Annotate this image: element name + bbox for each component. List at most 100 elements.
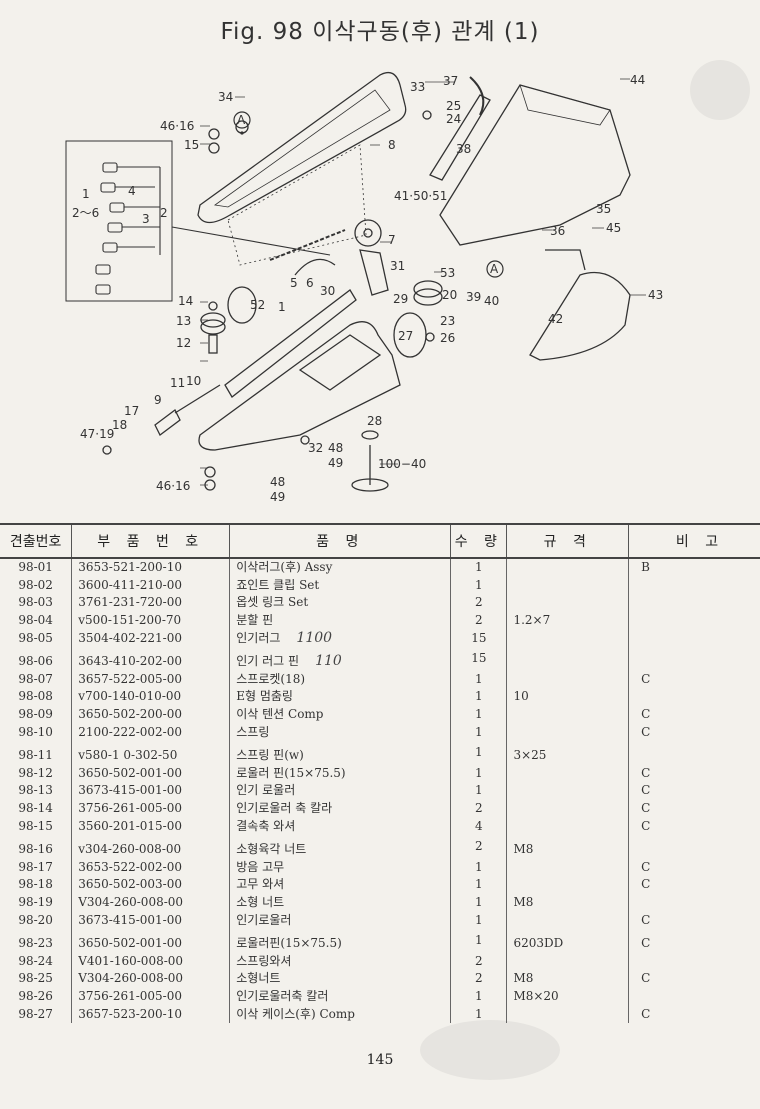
- spec-cell: [506, 1005, 629, 1023]
- part-no-cell: 3650-502-003-00: [71, 876, 230, 894]
- page-number: 145: [366, 1052, 394, 1068]
- ref-no-cell: 98-06: [0, 647, 72, 671]
- ref-no-cell-text: 98-12: [18, 765, 53, 780]
- ref-no-cell-text: 98-03: [18, 595, 53, 610]
- quantity-cell: 1: [450, 576, 507, 595]
- note-cell-text: C: [641, 783, 651, 798]
- note-cell-text: C: [641, 1006, 651, 1021]
- quantity-cell-text: 2: [475, 801, 483, 816]
- part-no-cell: 3650-502-001-00: [71, 764, 230, 783]
- ref-no-cell: 98-01: [0, 558, 72, 577]
- sprocket-icon: [354, 219, 382, 247]
- part-name-cell: 결속축 와셔: [229, 817, 451, 835]
- spec-cell: M8×20: [506, 987, 629, 1006]
- note-cell: [628, 576, 760, 595]
- callout-37: 37: [443, 74, 458, 88]
- note-cell: C: [628, 876, 760, 894]
- part-no-cell: 3761-231-720-00: [71, 594, 230, 612]
- ref-no-cell: 98-04: [0, 612, 72, 630]
- part-name-cell-text: 인기러그: [236, 630, 281, 645]
- quantity-cell: 1: [450, 558, 507, 577]
- part-name-cell-text: 이삭 케이스(후) Comp: [236, 1006, 355, 1021]
- quantity-cell-text: 1: [475, 933, 483, 948]
- tension-arm: [359, 249, 389, 296]
- part-no-cell-text: 3650-502-001-00: [78, 936, 182, 951]
- quantity-cell: 4: [450, 817, 507, 835]
- part-no-cell-text: V401-160-008-00: [78, 953, 184, 968]
- callout-18: 18: [112, 418, 127, 432]
- quantity-cell-text: 1: [475, 783, 483, 798]
- part-name-cell: 분할 핀: [229, 611, 451, 630]
- callout-3: 3: [142, 212, 150, 226]
- part-name-cell-text: 결속축 와셔: [236, 818, 296, 833]
- nut-47: [102, 445, 112, 455]
- note-cell: C: [628, 817, 760, 835]
- callout-43: 43: [648, 288, 663, 302]
- paper-stain: [690, 60, 750, 120]
- callout-5: 5: [290, 276, 298, 290]
- quantity-cell: 1: [450, 1005, 507, 1023]
- part-no-cell-text: 3653-522-002-00: [78, 859, 182, 874]
- spec-cell-text: 1.2×7: [513, 613, 551, 628]
- quantity-cell: 2: [450, 952, 507, 971]
- part-name-cell-text: 스프링와셔: [236, 953, 292, 968]
- part-no-cell: 3504-402-221-00: [71, 629, 230, 647]
- quantity-cell-text: 1: [475, 988, 483, 1003]
- ref-no-cell-text: 98-07: [18, 671, 53, 686]
- ref-no-cell-text: 98-13: [18, 783, 53, 798]
- callout-11: 11: [170, 376, 185, 390]
- ref-no-cell: 98-16: [0, 835, 72, 859]
- note-cell: C: [628, 723, 760, 741]
- callout-8: 8: [388, 138, 396, 152]
- note-cell: C: [628, 911, 760, 929]
- quantity-cell: 15: [450, 629, 507, 647]
- callout-34: 34: [218, 90, 233, 104]
- header-part-no: 부 품 번 호: [71, 523, 230, 559]
- note-cell: C: [628, 1005, 760, 1023]
- part-no-cell-text: 3673-415-001-00: [78, 783, 182, 798]
- note-cell: C: [628, 928, 760, 953]
- part-no-cell: 3756-261-005-00: [71, 799, 230, 818]
- callout-15: 15: [184, 138, 199, 152]
- part-no-cell-text: 2100-222-002-00: [78, 724, 182, 739]
- callout-32: 32: [308, 441, 323, 455]
- quantity-cell-text: 1: [475, 745, 483, 760]
- callout-7: 7: [388, 233, 396, 247]
- callout-25: 25: [446, 99, 461, 113]
- note-cell: B: [628, 558, 760, 577]
- ref-no-cell-text: 98-27: [18, 1006, 53, 1021]
- spec-cell: 3×25: [506, 740, 629, 765]
- quantity-cell: 1: [450, 670, 507, 689]
- callout-45: 45: [606, 221, 621, 235]
- note-cell: [628, 740, 760, 765]
- washer-14: [208, 301, 218, 311]
- part-name-cell-text: 죠인트 클립 Set: [236, 577, 320, 592]
- callout-24: 24: [446, 112, 461, 126]
- quantity-cell: 1: [450, 740, 507, 765]
- part-name-cell-text: 스프링 핀(w): [236, 748, 304, 763]
- spec-cell-text: M8: [513, 971, 534, 986]
- quantity-cell-text: 1: [475, 765, 483, 780]
- spec-cell: M8: [506, 970, 629, 988]
- ref-no-cell: 98-23: [0, 929, 72, 953]
- ref-no-cell-text: 98-05: [18, 630, 53, 645]
- part-name-cell: 이삭 텐션 Comp: [229, 705, 451, 724]
- quantity-cell-text: 1: [475, 859, 483, 874]
- ref-no-cell: 98-10: [0, 723, 72, 741]
- ref-no-cell-text: 98-17: [18, 859, 53, 874]
- part-name-cell: 스프링 핀(w): [229, 740, 451, 765]
- part-no-cell: 3673-415-001-00: [71, 782, 230, 800]
- ref-no-cell-text: 98-11: [18, 748, 53, 763]
- spec-cell: 10: [506, 688, 629, 706]
- note-cell-text: C: [641, 877, 651, 892]
